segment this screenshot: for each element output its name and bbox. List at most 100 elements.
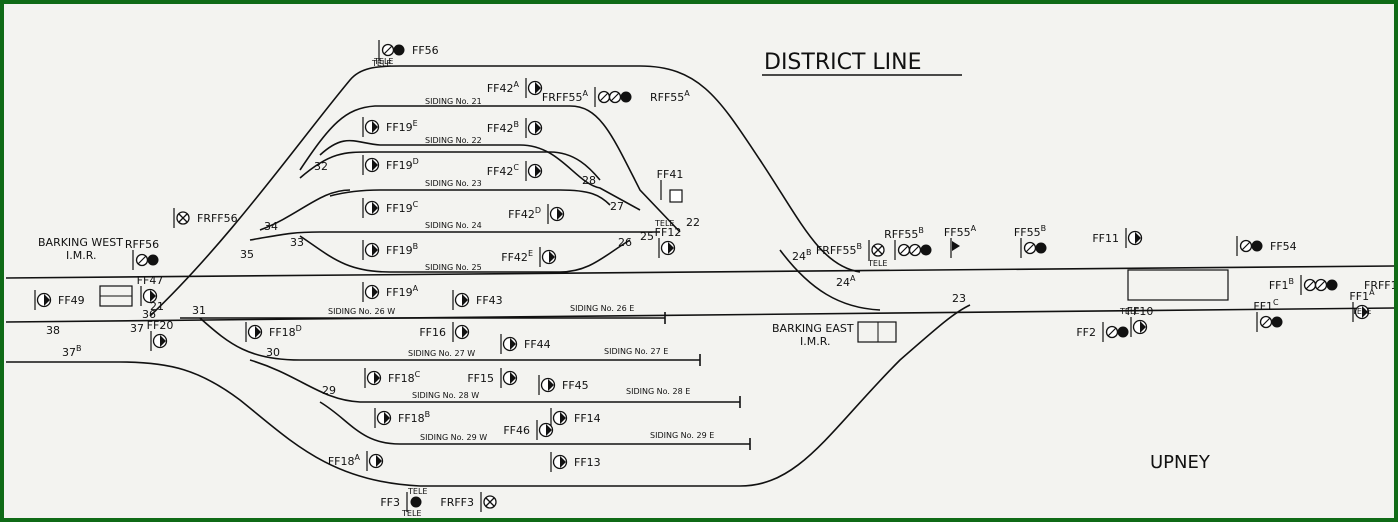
signal-frff55a: FRFF55A bbox=[542, 87, 632, 107]
signal-ff41: FF41 bbox=[657, 168, 683, 203]
signal-head bbox=[620, 91, 632, 103]
signal-rff55b: RFF55B bbox=[884, 226, 932, 260]
signal-slash bbox=[610, 92, 620, 102]
signal-label: FF44 bbox=[524, 338, 551, 351]
signal-ff19a: FF19A bbox=[362, 282, 419, 302]
signal-label-sup: D bbox=[413, 157, 419, 166]
tele-mark: TELE bbox=[373, 57, 393, 66]
signal-cross bbox=[873, 245, 883, 255]
point-number: 36 bbox=[142, 308, 156, 321]
signal-rff56: RFF56 bbox=[125, 238, 159, 270]
signal-label: FF15 bbox=[467, 372, 494, 385]
signal-ff11: FF11 bbox=[1092, 228, 1143, 248]
signal-ff12: FF12 bbox=[655, 226, 681, 258]
signal-label: FF10 bbox=[1127, 305, 1154, 318]
signal-label: FF55B bbox=[1014, 224, 1046, 239]
signal-head bbox=[1035, 242, 1047, 254]
signal-aspect bbox=[1135, 232, 1141, 244]
signal-aspect bbox=[535, 82, 541, 94]
signal-label: FF18A bbox=[328, 453, 361, 468]
signal-label-sup: C bbox=[415, 370, 421, 379]
signal-label-sup: B bbox=[1041, 224, 1047, 233]
signal-label-sup: E bbox=[528, 249, 533, 258]
signal-head bbox=[1251, 240, 1263, 252]
signal-label: FRFF55A bbox=[542, 89, 589, 104]
signal-ff47: FF47 bbox=[137, 274, 163, 306]
point-number: 37 bbox=[130, 322, 144, 335]
point-number-sup: B bbox=[806, 248, 812, 257]
signal-label-sup: A bbox=[583, 89, 589, 98]
signal-aspect bbox=[462, 294, 468, 306]
signal-label: FF56 bbox=[412, 44, 439, 57]
signal-aspect bbox=[560, 456, 566, 468]
signal-aspect bbox=[557, 208, 563, 220]
signal-label: FRFF55B bbox=[816, 242, 862, 257]
signal-label: FF43 bbox=[476, 294, 503, 307]
siding-29-track bbox=[319, 401, 750, 445]
siding-label: SIDING No. 27 E bbox=[604, 347, 668, 356]
signal-label: RFF55B bbox=[884, 226, 924, 241]
barking-east-imr-box bbox=[857, 321, 897, 343]
siding-24-curve bbox=[259, 189, 351, 231]
signal-head bbox=[410, 496, 422, 508]
signal-label: FF45 bbox=[562, 379, 589, 392]
signal-label: RFF55A bbox=[650, 89, 690, 104]
signal-slash bbox=[1107, 327, 1117, 337]
siding-label: SIDING No. 22 bbox=[425, 136, 482, 145]
signal-ff16: FF16 bbox=[419, 322, 470, 342]
signal-frff55b: FRFF55B bbox=[816, 240, 885, 260]
signal-aspect bbox=[548, 379, 554, 391]
signal-slash bbox=[383, 45, 393, 55]
place-barking-east: BARKING EAST bbox=[772, 322, 854, 335]
signal-label-sup: C bbox=[413, 200, 419, 209]
siding-label: SIDING No. 29 E bbox=[650, 431, 714, 440]
main-line-lower bbox=[5, 307, 1394, 323]
point-number: 34 bbox=[264, 220, 278, 233]
signal-frff3: FRFF3 bbox=[440, 492, 497, 512]
signal-label-sup: A bbox=[413, 284, 419, 293]
signal-label: FF19D bbox=[386, 157, 419, 172]
signal-frff1c: FRFF1C bbox=[1364, 277, 1394, 292]
siding-label: SIDING No. 26 W bbox=[328, 307, 395, 316]
signal-label: FF19A bbox=[386, 284, 419, 299]
signal-label-sup: A bbox=[355, 453, 361, 462]
signal-label-sup: B bbox=[857, 242, 863, 251]
point-number: 24B bbox=[792, 248, 812, 263]
tele-mark: TELE bbox=[654, 219, 674, 228]
signal-ff46: FF46 bbox=[503, 420, 554, 440]
signal-aspect bbox=[374, 372, 380, 384]
signal-ff42c: FF42C bbox=[487, 161, 543, 181]
signal-aspect bbox=[372, 202, 378, 214]
signal-label-sup: A bbox=[1369, 288, 1375, 297]
signal-ff18a: FF18A bbox=[328, 451, 384, 471]
signal-head bbox=[1271, 316, 1283, 328]
signal-ff18c: FF18C bbox=[364, 368, 421, 388]
signal-slash bbox=[1316, 280, 1326, 290]
signal-label: FF42C bbox=[487, 163, 520, 178]
signal-aspect bbox=[549, 251, 555, 263]
signal-slash bbox=[910, 245, 920, 255]
signal-label: FF42A bbox=[487, 80, 520, 95]
signal-slash bbox=[1261, 317, 1271, 327]
point-number: 27 bbox=[610, 200, 624, 213]
siding-label: SIDING No. 26 E bbox=[570, 304, 634, 313]
place-barking-east-sub: I.M.R. bbox=[800, 335, 830, 348]
signal-label-sup: E bbox=[413, 119, 418, 128]
signal-ff15: FF15 bbox=[467, 368, 518, 388]
siding-label: SIDING No. 21 bbox=[425, 97, 482, 106]
signal-aspect bbox=[668, 242, 674, 254]
siding-label: SIDING No. 28 W bbox=[412, 391, 479, 400]
tele-mark: TELE bbox=[867, 259, 887, 268]
signal-ff1b: FF1B bbox=[1269, 275, 1338, 295]
signal-box bbox=[669, 189, 683, 203]
signal-aspect bbox=[150, 290, 156, 302]
signal-aspect bbox=[44, 294, 50, 306]
signal-label-sup: C bbox=[1273, 298, 1279, 307]
siding-27-track bbox=[199, 317, 700, 361]
signal-aspect bbox=[372, 159, 378, 171]
signal-label: FF3 bbox=[380, 496, 400, 509]
signal-slash bbox=[599, 92, 609, 102]
signal-ff55b: FF55B bbox=[1014, 224, 1047, 258]
